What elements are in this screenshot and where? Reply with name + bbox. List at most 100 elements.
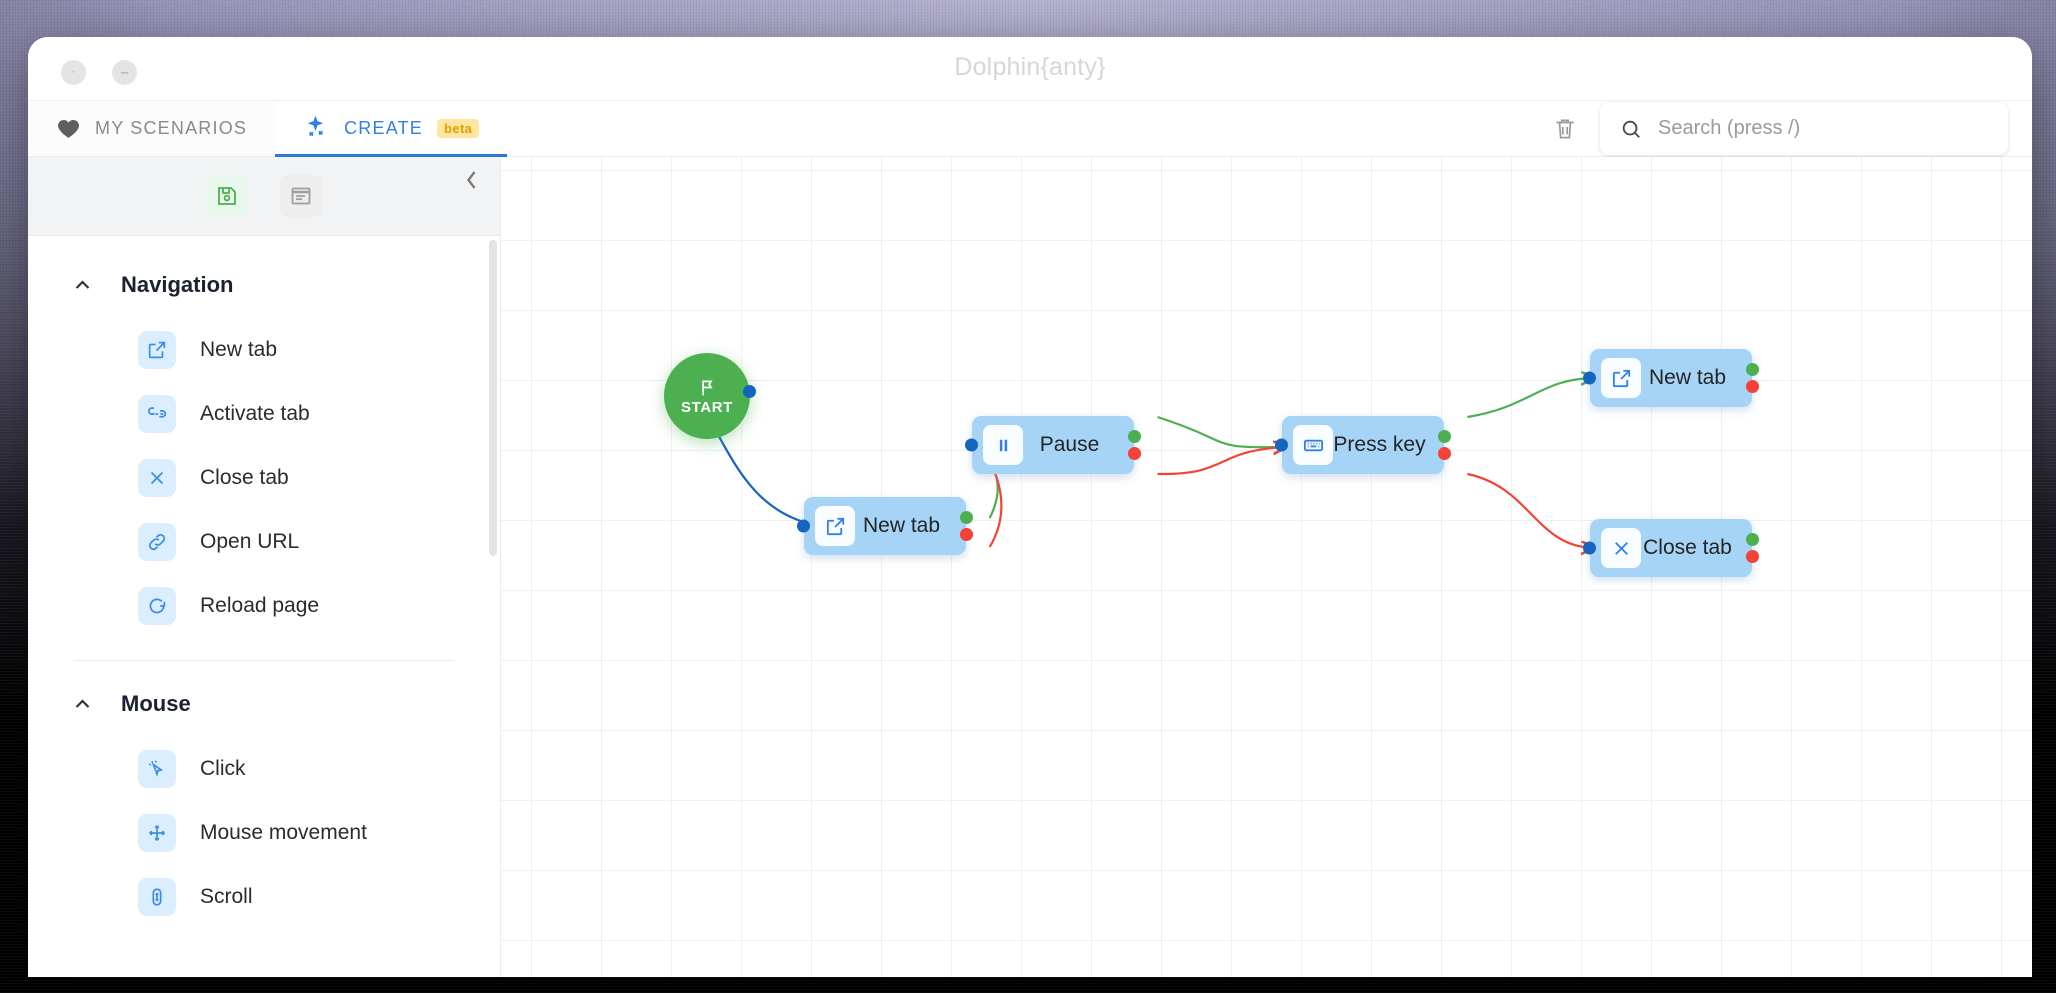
sidebar-item-scroll[interactable]: Scroll xyxy=(28,865,500,929)
keyboard-icon xyxy=(1293,425,1333,465)
window-minimize-button[interactable]: – xyxy=(112,60,137,85)
trash-icon[interactable] xyxy=(1552,116,1578,142)
app-body: Navigation New tab Activate tab xyxy=(28,157,2032,977)
sparkle-icon xyxy=(307,115,324,137)
save-disk-icon xyxy=(218,187,236,205)
notes-button[interactable] xyxy=(280,175,322,217)
node-port-in[interactable] xyxy=(1583,371,1596,385)
canvas-node-pause[interactable]: Pause xyxy=(965,416,1141,474)
node-port-success[interactable] xyxy=(1128,430,1141,443)
sidebar-item-close-tab-label: Close tab xyxy=(200,466,289,489)
chain-link-icon xyxy=(138,523,176,561)
canvas-node-new-tab-2[interactable]: New tab xyxy=(1583,349,1759,407)
scenario-canvas[interactable]: START New tab Pause xyxy=(501,157,2032,977)
close-x-icon xyxy=(1601,528,1641,568)
external-link-icon xyxy=(138,331,176,369)
node-port-error[interactable] xyxy=(1128,447,1141,460)
canvas-node-label: New tab xyxy=(862,514,941,537)
node-port-out[interactable] xyxy=(743,385,756,398)
sidebar-group-mouse: Mouse Click Mouse movement xyxy=(28,669,500,937)
node-port-in[interactable] xyxy=(1275,438,1288,452)
tab-my-scenarios-label: MY SCENARIOS xyxy=(95,118,248,138)
sidebar-scrollbar-thumb[interactable] xyxy=(489,240,497,556)
node-port-success[interactable] xyxy=(1746,363,1759,376)
sidebar-group-mouse-header[interactable]: Mouse xyxy=(28,669,500,737)
canvas-node-press-key[interactable]: Press key xyxy=(1275,416,1451,474)
beta-badge: beta xyxy=(436,119,480,138)
window-minimize-glyph: – xyxy=(120,64,129,81)
chevron-up-icon xyxy=(75,280,90,289)
node-port-in[interactable] xyxy=(797,519,810,533)
sidebar-group-mouse-title: Mouse xyxy=(121,691,191,716)
move-arrows-icon xyxy=(138,814,176,852)
canvas-node-label: Pause xyxy=(1039,433,1100,456)
canvas-node-new-tab-1[interactable]: New tab xyxy=(797,497,973,555)
reload-icon xyxy=(138,587,176,625)
sidebar-divider xyxy=(74,660,454,661)
node-port-error[interactable] xyxy=(1746,380,1759,393)
canvas-node-label: New tab xyxy=(1648,366,1727,389)
canvas-toolbar xyxy=(1552,101,2008,156)
sidebar-item-activate-tab-label: Activate tab xyxy=(200,402,310,425)
sidebar-item-open-url-label: Open URL xyxy=(200,530,300,553)
search-box[interactable] xyxy=(1600,102,2008,155)
cursor-click-icon xyxy=(138,750,176,788)
tab-strip: MY SCENARIOS CREATE beta xyxy=(28,101,2032,157)
heart-icon xyxy=(58,120,79,138)
sidebar-item-mouse-movement-label: Mouse movement xyxy=(200,821,367,844)
node-port-success[interactable] xyxy=(1438,430,1451,443)
chevron-left-icon xyxy=(466,171,475,189)
sidebar-item-new-tab[interactable]: New tab xyxy=(28,318,500,382)
sidebar-group-navigation: Navigation New tab Activate tab xyxy=(28,250,500,669)
node-port-error[interactable] xyxy=(960,528,973,541)
node-port-success[interactable] xyxy=(960,511,973,524)
collapse-panel-button[interactable] xyxy=(456,165,486,195)
scroll-icon xyxy=(138,878,176,916)
edge-layer xyxy=(685,157,2032,977)
canvas-node-label: Close tab xyxy=(1643,536,1732,559)
search-input[interactable] xyxy=(1656,116,1988,141)
note-window-icon xyxy=(291,187,311,205)
sidebar-item-scroll-label: Scroll xyxy=(200,885,253,908)
canvas-node-start[interactable]: START xyxy=(664,353,756,439)
save-scenario-button[interactable] xyxy=(206,175,248,217)
canvas-node-start-label: START xyxy=(681,398,733,416)
search-icon xyxy=(1622,120,1640,138)
tab-create[interactable]: CREATE beta xyxy=(275,101,508,157)
node-port-error[interactable] xyxy=(1438,447,1451,460)
window-controls: · – xyxy=(61,60,137,85)
window-titlebar: · – Dolphin{anty} xyxy=(28,37,2032,101)
tab-create-label: CREATE xyxy=(344,118,423,138)
sidebar-item-click[interactable]: Click xyxy=(28,737,500,801)
sidebar-scroll-area[interactable]: Navigation New tab Activate tab xyxy=(28,236,500,977)
sidebar-group-navigation-header[interactable]: Navigation xyxy=(28,250,500,318)
sidebar-item-mouse-movement[interactable]: Mouse movement xyxy=(28,801,500,865)
sidebar-item-activate-tab[interactable]: Activate tab xyxy=(28,382,500,446)
sidebar-item-reload-page-label: Reload page xyxy=(200,594,320,617)
close-x-icon xyxy=(138,459,176,497)
sidebar-item-new-tab-label: New tab xyxy=(200,338,278,361)
sidebar-item-reload-page[interactable]: Reload page xyxy=(28,574,500,638)
external-link-icon xyxy=(815,506,855,546)
sidebar-toolbar xyxy=(28,157,500,236)
external-link-icon xyxy=(1601,358,1641,398)
flag-icon xyxy=(701,380,713,395)
sidebar: Navigation New tab Activate tab xyxy=(28,157,501,977)
tab-my-scenarios[interactable]: MY SCENARIOS xyxy=(28,101,276,156)
window-dot-button[interactable]: · xyxy=(61,60,86,85)
sidebar-item-close-tab[interactable]: Close tab xyxy=(28,446,500,510)
node-port-in[interactable] xyxy=(965,438,978,452)
node-port-error[interactable] xyxy=(1746,550,1759,563)
node-port-in[interactable] xyxy=(1583,541,1596,555)
app-title: Dolphin{anty} xyxy=(954,53,1106,81)
canvas-node-label: Press key xyxy=(1333,433,1426,456)
window-dot-glyph: · xyxy=(72,67,75,77)
canvas-node-close-tab[interactable]: Close tab xyxy=(1583,519,1759,577)
chevron-up-icon xyxy=(75,699,90,708)
sidebar-item-click-label: Click xyxy=(200,757,246,780)
sidebar-item-open-url[interactable]: Open URL xyxy=(28,510,500,574)
app-window: · – Dolphin{anty} MY SCENARIOS CREATE be… xyxy=(28,37,2032,977)
sidebar-group-navigation-title: Navigation xyxy=(121,272,234,297)
link-dashed-icon xyxy=(138,395,176,433)
node-port-success[interactable] xyxy=(1746,533,1759,546)
